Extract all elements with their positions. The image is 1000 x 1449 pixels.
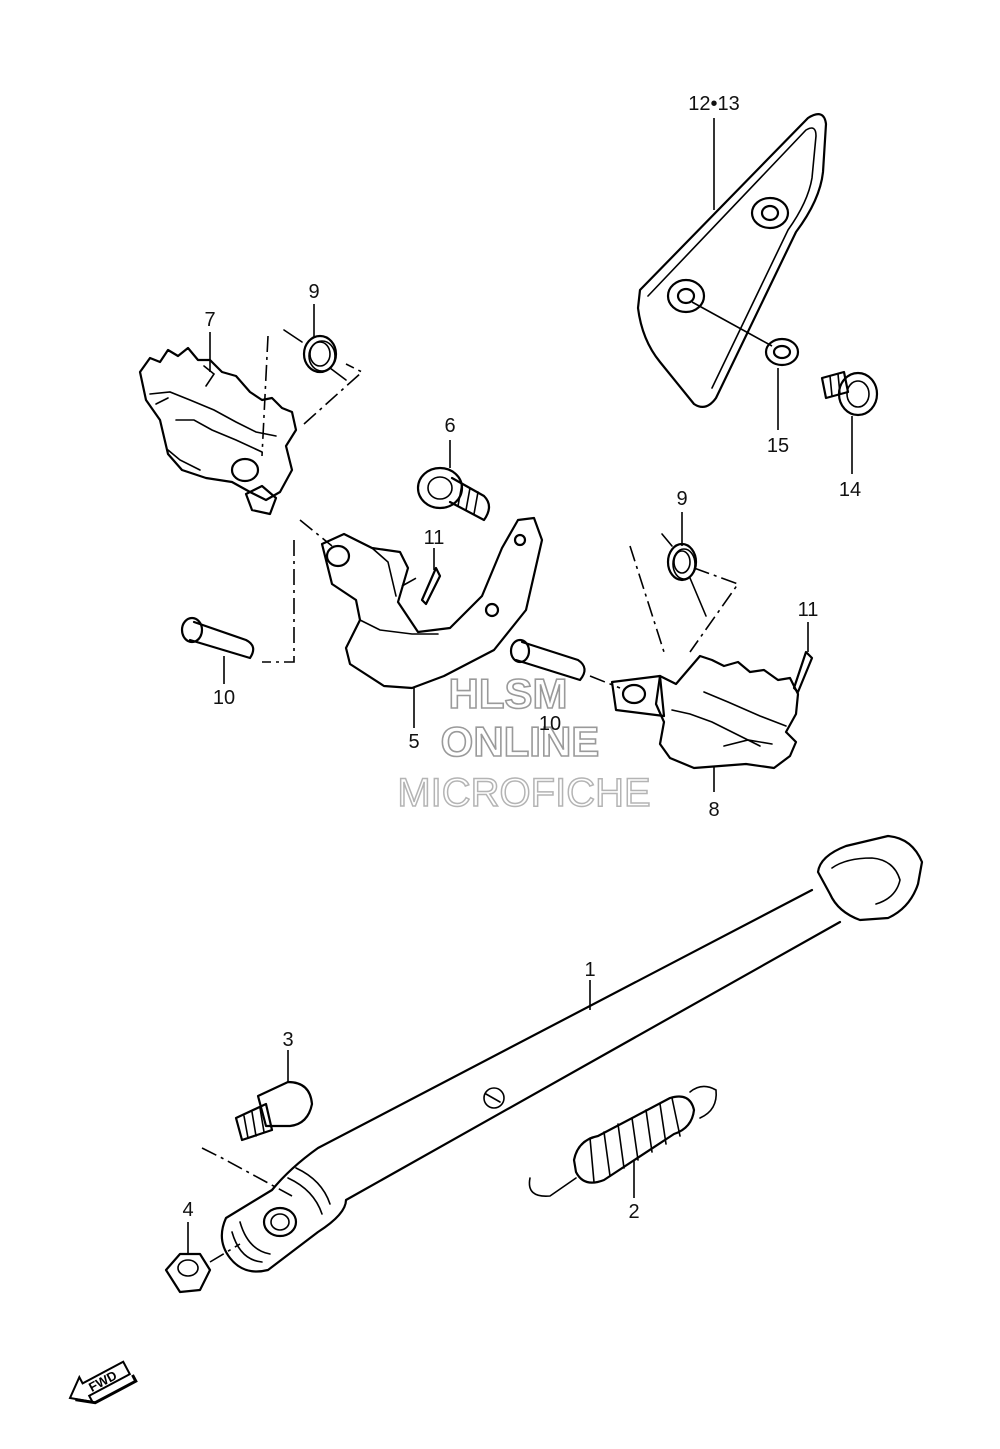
callout-1: 1 — [584, 959, 595, 981]
callout-3: 3 — [282, 1029, 293, 1051]
callout-9-left: 9 — [308, 281, 319, 303]
bolt-14-part — [820, 370, 879, 474]
collar-part — [764, 337, 800, 430]
watermark-line-2: ONLINE — [441, 718, 600, 765]
side-stand-part — [220, 834, 924, 1273]
callout-2: 2 — [628, 1201, 639, 1223]
watermark-line-1: HLSM — [449, 670, 568, 717]
stand-bolt-part — [201, 1050, 314, 1197]
callout-11-left: 11 — [424, 527, 445, 549]
callout-12-13: 12•13 — [688, 93, 740, 115]
spring-9-right-part — [629, 512, 740, 653]
stand-nut-part — [164, 1222, 241, 1294]
callout-8: 8 — [708, 799, 719, 821]
stand-spring-part — [528, 1085, 717, 1198]
callout-4: 4 — [182, 1199, 193, 1221]
callout-10-left: 10 — [213, 687, 235, 709]
watermark-line-3: MICROFICHE — [397, 771, 650, 815]
callout-10-right: 10 — [539, 713, 561, 735]
callout-7: 7 — [204, 309, 215, 331]
pin-10-left-part — [180, 616, 255, 684]
fwd-arrow-icon: FWD — [68, 1360, 138, 1405]
callout-5: 5 — [408, 731, 419, 753]
callout-labels: 12•13 9 7 15 14 6 9 11 11 10 10 5 8 1 3 … — [182, 93, 861, 1223]
bracket-plate-part — [636, 113, 828, 409]
callout-6: 6 — [444, 415, 455, 437]
cotter-pin-11-left-part — [420, 548, 442, 606]
callout-9-right: 9 — [676, 488, 687, 510]
spring-9-left-part — [261, 304, 364, 457]
callout-14: 14 — [839, 479, 861, 501]
callout-15: 15 — [767, 435, 789, 457]
callout-11-right: 11 — [798, 599, 819, 621]
bolt-6-part — [416, 440, 491, 522]
footpeg-left-part — [138, 332, 298, 516]
pin-10-right-part — [509, 638, 621, 689]
watermark: HLSM ONLINE MICROFICHE — [397, 669, 652, 816]
footpeg-right-part — [610, 654, 800, 792]
cotter-pin-11-right-part — [792, 622, 814, 694]
main-bracket-part — [262, 516, 544, 728]
fwd-label: FWD — [86, 1368, 119, 1395]
